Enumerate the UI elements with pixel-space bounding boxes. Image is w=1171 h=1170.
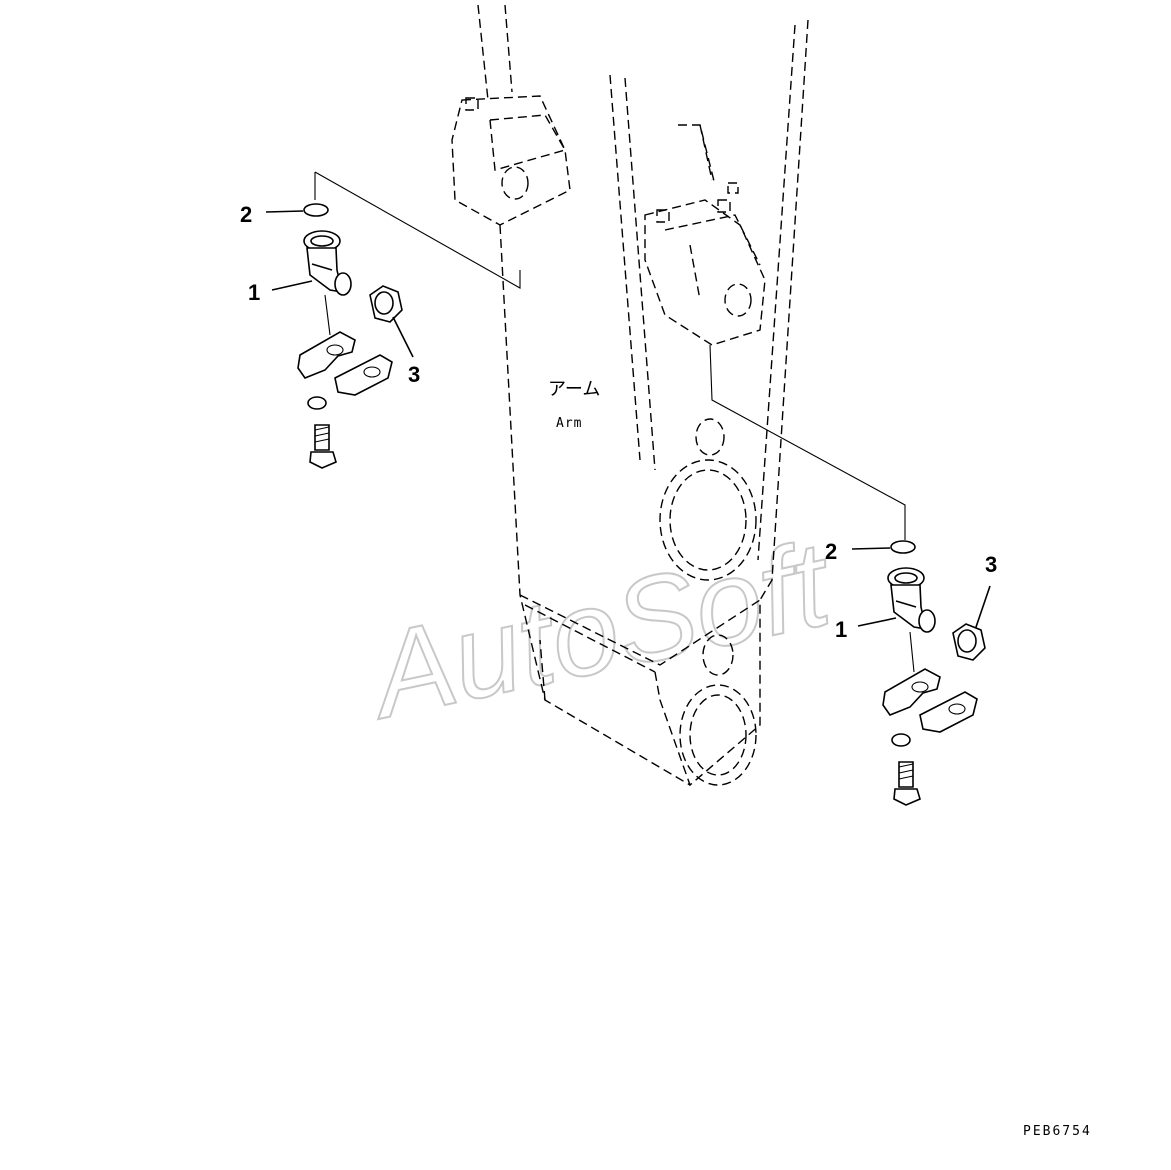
arm-label-jp: アーム: [548, 379, 600, 400]
left-fitting-assembly: 2 1 3: [240, 202, 420, 469]
hex-nut-right: [952, 623, 986, 661]
callout-right-1: 1: [835, 617, 847, 642]
hex-nut-left: [369, 285, 403, 323]
elbow-fitting-left: [303, 230, 352, 296]
drawing-code: PEB6754: [1023, 1124, 1092, 1139]
callout-right-2: 2: [825, 539, 837, 564]
oring-right: [890, 540, 916, 554]
split-flange-right-2: [919, 691, 978, 733]
callout-left-1: 1: [248, 280, 260, 305]
callout-left-2: 2: [240, 202, 252, 227]
split-flange-right-1: [882, 668, 941, 716]
washer-left: [307, 396, 327, 410]
elbow-fitting-right: [887, 567, 936, 633]
arm-body: アーム Arm: [451, 4, 809, 787]
bolt-left: [309, 424, 337, 469]
right-fitting-assembly: 2 3 1: [825, 539, 997, 806]
split-flange-left-2: [334, 354, 393, 396]
callout-right-3: 3: [985, 552, 997, 577]
watermark: AutoSoft: [356, 516, 845, 745]
washer-right: [891, 733, 911, 747]
bolt-right: [893, 761, 921, 806]
arm-label-en: Arm: [556, 416, 582, 431]
callout-left-3: 3: [408, 362, 420, 387]
split-flange-left-1: [297, 331, 356, 379]
oring-left: [303, 203, 329, 217]
